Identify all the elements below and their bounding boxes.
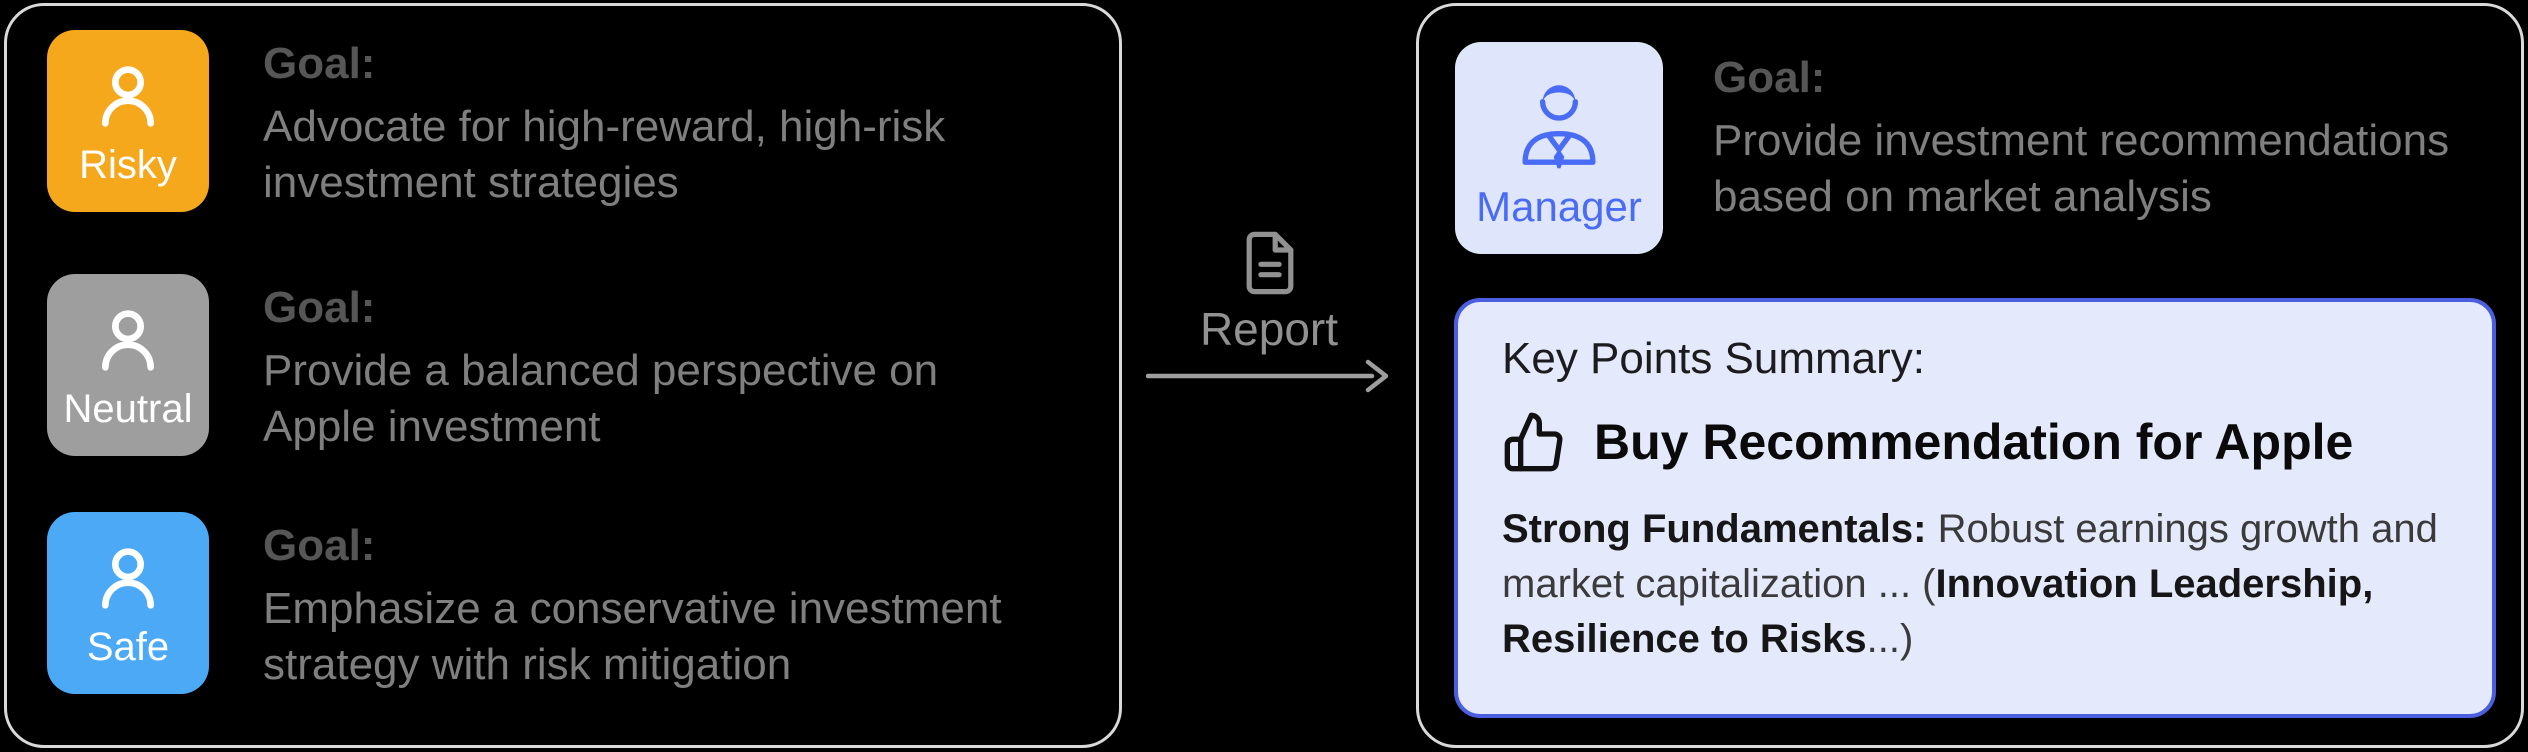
report-document-icon: [1246, 231, 1294, 295]
agents-panel: Risky Goal: Advocate for high-reward, hi…: [4, 3, 1122, 748]
flow-arrow: [1146, 359, 1389, 393]
summary-text-1: Robust earnings growth and market capita…: [1502, 507, 2438, 607]
key-points-summary-card: Key Points Summary: Buy Recommendation f…: [1454, 298, 2496, 718]
manager-row: Manager Goal: Provide investment recomme…: [1455, 42, 2495, 254]
summary-body: Strong Fundamentals: Robust earnings gro…: [1502, 502, 2448, 668]
goal-text: Provide a balanced perspective on Apple …: [263, 346, 939, 451]
agent-label-neutral: Neutral: [63, 387, 193, 431]
agent-row-neutral: Neutral Goal: Provide a balanced perspec…: [47, 274, 1097, 456]
summary-headline-row: Buy Recommendation for Apple: [1502, 410, 2448, 474]
manager-goal: Goal: Provide investment recommendations…: [1713, 42, 2449, 225]
agent-goal-neutral: Goal: Provide a balanced perspective on …: [263, 274, 938, 455]
manager-label: Manager: [1476, 182, 1642, 230]
manager-icon: [1522, 85, 1596, 169]
agent-goal-safe: Goal: Emphasize a conservative investmen…: [263, 512, 1002, 693]
neutral-avatar: Neutral: [47, 274, 209, 456]
risky-avatar: Risky: [47, 30, 209, 212]
goal-heading: Goal:: [1713, 53, 1826, 102]
manager-avatar: Manager: [1455, 42, 1663, 254]
report-label: Report: [1199, 303, 1339, 355]
agent-row-safe: Safe Goal: Emphasize a conservative inve…: [47, 512, 1097, 694]
summary-bold-fundamentals: Strong Fundamentals:: [1502, 507, 1927, 551]
user-icon: [102, 310, 155, 371]
user-icon: [102, 66, 155, 127]
agent-label-safe: Safe: [86, 625, 170, 669]
goal-text: Emphasize a conservative investment stra…: [263, 584, 1002, 689]
manager-panel: Manager Goal: Provide investment recomme…: [1416, 3, 2524, 748]
user-icon: [102, 548, 155, 609]
summary-text-2: ...): [1866, 617, 1914, 662]
goal-text: Provide investment recommendations based…: [1713, 116, 2450, 221]
safe-avatar: Safe: [47, 512, 209, 694]
goal-heading: Goal:: [263, 283, 376, 332]
goal-text: Advocate for high-reward, high-risk inve…: [263, 102, 946, 207]
thumbs-up-icon: [1504, 412, 1563, 472]
agent-row-risky: Risky Goal: Advocate for high-reward, hi…: [47, 30, 1097, 212]
summary-bold-leadership-risks: Innovation Leadership, Resilience to Ris…: [1502, 562, 2374, 662]
goal-heading: Goal:: [263, 521, 376, 570]
summary-title: Key Points Summary:: [1502, 334, 1926, 383]
agent-goal-risky: Goal: Advocate for high-reward, high-ris…: [263, 30, 945, 211]
goal-heading: Goal:: [263, 39, 376, 88]
summary-headline: Buy Recommendation for Apple: [1594, 414, 2354, 470]
agent-label-risky: Risky: [79, 143, 177, 187]
